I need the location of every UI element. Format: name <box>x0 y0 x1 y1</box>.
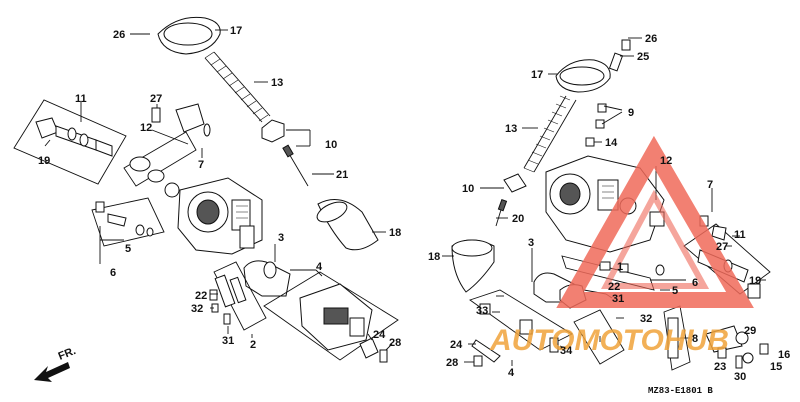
right-carburetor-assembly <box>451 39 771 371</box>
callout-3: 3 <box>278 232 284 244</box>
callout-2: 2 <box>250 339 256 351</box>
jet-needle-holder <box>261 119 285 143</box>
watermark-logo-triangle <box>556 135 754 308</box>
callout-25: 25 <box>637 51 649 63</box>
callout-18-right: 18 <box>428 251 440 263</box>
callout-13: 13 <box>271 77 283 89</box>
top-cover-rim <box>163 22 213 46</box>
callout-33: 33 <box>476 305 488 317</box>
callout-9: 9 <box>628 107 634 119</box>
left-carburetor-assembly <box>13 16 399 363</box>
callout-34: 34 <box>560 345 573 357</box>
callout-6-right: 6 <box>692 277 698 289</box>
left-callout-labels: 26 17 13 10 21 18 11 19 27 12 7 5 6 3 4 … <box>38 25 401 351</box>
callout-14: 14 <box>605 137 618 149</box>
callout-22: 22 <box>195 290 207 302</box>
callout-8: 8 <box>692 333 698 345</box>
callout-32-right: 32 <box>640 313 652 325</box>
watermark-text: AUTOMOTOHUB <box>489 324 729 357</box>
callout-11: 11 <box>75 93 87 105</box>
callout-24-right: 24 <box>450 339 463 351</box>
direction-label: FR. <box>57 345 78 363</box>
callout-31-right: 31 <box>612 293 624 305</box>
callout-3-right: 3 <box>528 237 534 249</box>
callout-15: 15 <box>770 361 782 373</box>
callout-10: 10 <box>325 139 337 151</box>
callout-16: 16 <box>778 349 790 361</box>
callout-4-right: 4 <box>508 367 515 379</box>
callout-18: 18 <box>389 227 401 239</box>
carburetor-body-left <box>177 177 263 255</box>
callout-28: 28 <box>389 337 401 349</box>
left-leaders <box>44 29 393 351</box>
callout-26: 26 <box>113 29 125 41</box>
callout-1: 1 <box>617 261 623 273</box>
callout-7: 7 <box>198 159 204 171</box>
float-chamber-left <box>263 271 399 361</box>
callout-21: 21 <box>336 169 348 181</box>
callout-7-right: 7 <box>707 179 713 191</box>
pilot-screw-assembly <box>13 99 127 185</box>
callout-26-right: 26 <box>645 33 657 45</box>
spring-right <box>523 95 577 173</box>
callout-28-right: 28 <box>446 357 458 369</box>
float <box>243 260 291 297</box>
callout-5-right: 5 <box>672 285 678 297</box>
bolt <box>151 107 161 123</box>
elbow-fitting <box>175 103 205 133</box>
callout-22-right: 22 <box>608 281 620 293</box>
callout-11-right: 11 <box>734 229 746 241</box>
callout-30: 30 <box>734 371 746 383</box>
right-callout-labels: 26 25 17 9 13 14 12 10 20 7 11 27 19 18 … <box>428 33 790 383</box>
callout-20: 20 <box>512 213 524 225</box>
callout-19-right: 19 <box>749 275 761 287</box>
callout-6: 6 <box>110 267 116 279</box>
callout-5: 5 <box>125 243 131 255</box>
callout-17: 17 <box>230 25 242 37</box>
callout-19: 19 <box>38 155 50 167</box>
callout-12-right: 12 <box>660 155 672 167</box>
callout-29: 29 <box>744 325 756 337</box>
callout-24: 24 <box>373 329 386 341</box>
callout-10-right: 10 <box>462 183 474 195</box>
callout-32: 32 <box>191 303 203 315</box>
callout-12: 12 <box>140 122 152 134</box>
callout-27: 27 <box>150 93 162 105</box>
callout-17-right: 17 <box>531 69 543 81</box>
callout-13-right: 13 <box>505 123 517 135</box>
callout-27-right: 27 <box>716 241 728 253</box>
callout-4: 4 <box>316 261 323 273</box>
figure-code: MZ83-E1801 B <box>648 386 713 396</box>
watermark: AUTOMOTOHUB <box>489 135 754 357</box>
callout-31: 31 <box>222 335 234 347</box>
front-direction-arrow: FR. <box>34 345 78 382</box>
callout-23: 23 <box>714 361 726 373</box>
spring <box>204 51 271 123</box>
